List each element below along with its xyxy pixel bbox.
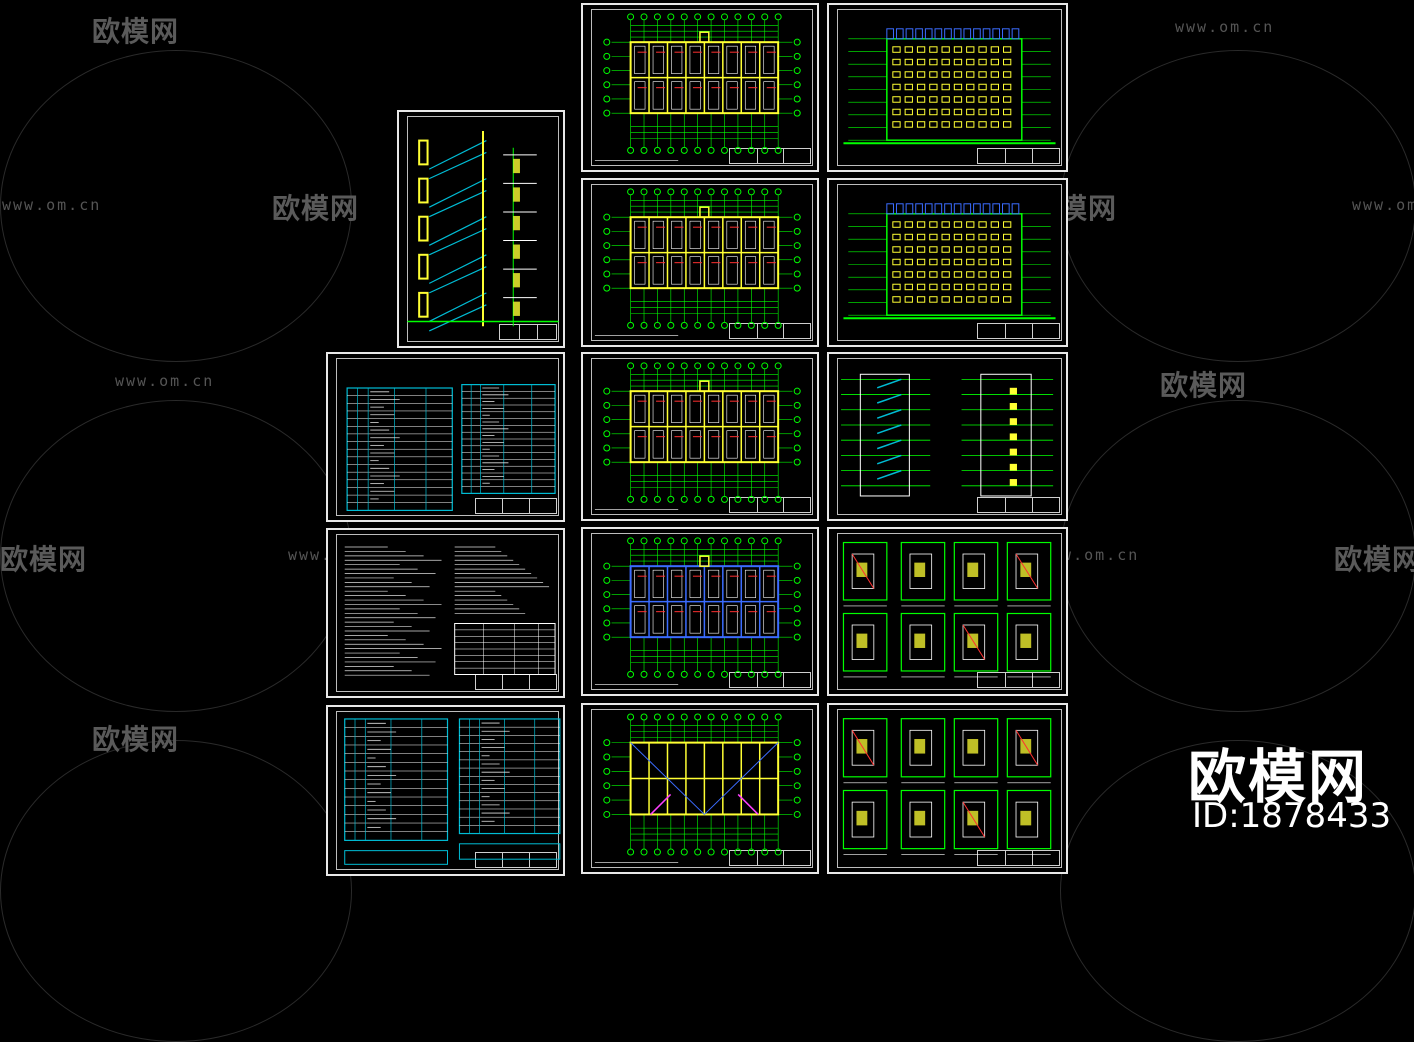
drawing-sheet-details[interactable] xyxy=(827,527,1068,696)
watermark-circle xyxy=(0,50,352,362)
drawing-sheet-floor-plan[interactable] xyxy=(581,178,819,347)
title-block xyxy=(729,672,811,688)
drawing-sheet-elevation[interactable] xyxy=(827,3,1068,172)
drawing-sheet-floor-plan-blue[interactable] xyxy=(581,527,819,696)
sheet-border xyxy=(837,709,1062,868)
watermark-url: www.om.cn xyxy=(2,196,102,214)
watermark-brand: 欧模网 xyxy=(272,192,360,225)
watermark-circle xyxy=(0,400,352,712)
drawing-sheet-elevation[interactable] xyxy=(827,178,1068,347)
watermark-brand: 欧模网 xyxy=(1160,369,1248,402)
sheet-border xyxy=(837,9,1062,166)
sheet-border xyxy=(837,184,1062,341)
title-block xyxy=(977,850,1060,866)
sheet-drawing xyxy=(344,718,561,865)
title-block xyxy=(729,148,811,164)
title-block xyxy=(475,852,557,868)
title-block xyxy=(475,498,557,514)
sheet-border xyxy=(591,9,813,166)
sheet-border xyxy=(591,533,813,690)
drawing-sheet-floor-plan[interactable] xyxy=(581,352,819,521)
watermark-circle xyxy=(0,740,352,1042)
sheet-drawing xyxy=(594,13,801,161)
watermark-brand: 欧模网 xyxy=(92,723,180,756)
sheet-border xyxy=(837,533,1062,690)
sheet-drawing xyxy=(594,362,801,510)
drawing-sheet-table-schedule[interactable] xyxy=(326,705,565,876)
title-block xyxy=(729,323,811,339)
drawing-sheet-roof-plan[interactable] xyxy=(581,703,819,874)
sheet-border xyxy=(336,711,559,870)
sheet-border xyxy=(591,709,813,868)
drawing-sheet-floor-plan[interactable] xyxy=(581,3,819,172)
drawing-sheet-section-pair[interactable] xyxy=(827,352,1068,521)
sheet-border xyxy=(837,358,1062,515)
watermark-brand: 欧模网 xyxy=(92,15,180,48)
sheet-drawing xyxy=(842,718,1052,855)
sheet-drawing xyxy=(842,541,1052,678)
watermark-brand: 欧模网 xyxy=(0,543,88,576)
watermark-url: www.om.cn xyxy=(1352,196,1414,214)
drawing-sheet-table-list[interactable] xyxy=(326,352,565,522)
title-block xyxy=(499,324,557,340)
drawing-sheet-details[interactable] xyxy=(827,703,1068,874)
title-block xyxy=(977,323,1060,339)
drawing-sheet-notes[interactable] xyxy=(326,528,565,698)
drawing-sheet-section[interactable] xyxy=(397,110,565,348)
sheet-border xyxy=(591,184,813,341)
watermark-circle xyxy=(1060,400,1414,712)
watermark-url: www.om.cn xyxy=(115,372,215,390)
sheet-drawing xyxy=(407,131,559,332)
brand-logo-text: 欧模网 xyxy=(1188,743,1369,811)
sheet-border xyxy=(591,358,813,515)
sheet-drawing xyxy=(346,384,556,512)
sheet-drawing xyxy=(843,28,1056,145)
watermark-circle xyxy=(1060,50,1414,362)
title-block xyxy=(977,497,1060,513)
sheet-drawing xyxy=(594,713,801,863)
sheet-border xyxy=(407,116,559,342)
sheet-border xyxy=(336,358,559,516)
title-block xyxy=(977,672,1060,688)
model-id-label: ID:1878433 xyxy=(1192,796,1392,836)
title-block xyxy=(729,497,811,513)
sheet-drawing xyxy=(594,537,801,685)
sheet-border xyxy=(336,534,559,692)
sheet-drawing xyxy=(594,188,801,336)
sheet-drawing xyxy=(841,373,1054,497)
title-block xyxy=(977,148,1060,164)
sheet-drawing xyxy=(843,203,1056,320)
sheet-drawing xyxy=(344,546,556,676)
watermark-url: www.om.cn xyxy=(1175,18,1275,36)
watermark-brand: 欧模网 xyxy=(1334,543,1414,576)
title-block xyxy=(729,850,811,866)
